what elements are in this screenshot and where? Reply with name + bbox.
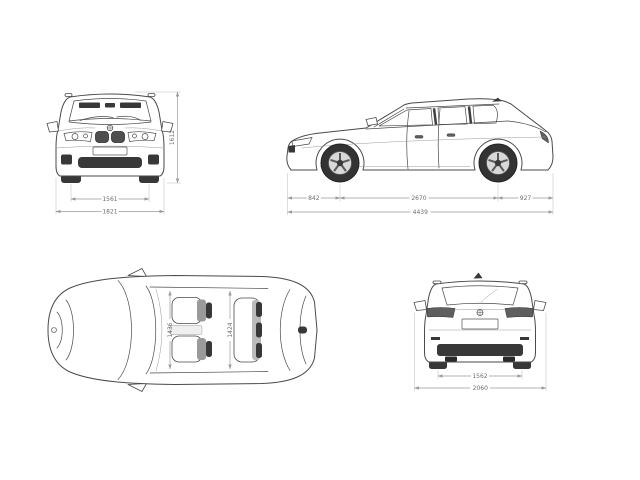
rear-wiper	[480, 289, 498, 303]
side-body-outline	[286, 98, 554, 171]
dim-label-front-overhang: 842	[308, 195, 320, 202]
dim-shoulder-room-rear: 1424	[227, 290, 234, 370]
dashboard-line	[155, 288, 163, 372]
rear-license-plate	[461, 318, 499, 330]
roof-rail-right	[147, 93, 156, 97]
dim-height: 1612	[135, 91, 181, 184]
front-wheel	[320, 143, 360, 183]
rear-bench-seat	[233, 297, 262, 363]
rearview-mirror	[105, 103, 115, 108]
dim-front-track: 1561	[70, 184, 150, 203]
side-headlight	[291, 137, 313, 147]
door-handle-rear	[446, 133, 456, 137]
dim-rear-track: 1562	[437, 370, 523, 380]
rear-antenna-fin	[473, 272, 483, 279]
side-intake-right	[148, 154, 159, 165]
dim-label-wheelbase: 2670	[411, 195, 426, 202]
rear-bumper-insert	[437, 344, 523, 356]
roof-rail-left	[64, 93, 73, 97]
door-handle-front	[414, 135, 424, 139]
fender-lines	[55, 127, 165, 149]
sun-visor-left	[79, 102, 100, 108]
dim-width-incl-mirrors: 2060	[414, 313, 547, 392]
windshield	[68, 98, 152, 122]
front-car-drawing	[46, 93, 174, 183]
dim-overall-width: 1821	[55, 178, 165, 216]
rear-wheel	[478, 143, 518, 183]
top-dimensions: 1436 1424	[167, 290, 234, 370]
beltline	[365, 120, 509, 130]
side-car-drawing	[286, 97, 554, 183]
dim-shoulder-room-front: 1436	[167, 290, 174, 370]
reflector-right	[520, 337, 529, 340]
windshield-arcs	[117, 280, 157, 380]
door-mirror-right	[161, 121, 174, 133]
rear-mirror-right	[533, 300, 547, 311]
shoulder-line	[507, 120, 547, 133]
hood-lines	[56, 299, 74, 361]
wipers	[79, 115, 142, 121]
top-car-drawing	[47, 268, 318, 392]
dim-label-height: 1612	[169, 130, 176, 145]
dim-overall-length: 4439	[287, 208, 554, 216]
side-mirror	[365, 117, 378, 126]
front-dimensions: 1612 1561 1821	[55, 91, 181, 216]
rear-mirror-left	[413, 300, 427, 311]
hood-roundel	[51, 327, 57, 333]
top-mirror-right	[127, 383, 147, 392]
license-plate	[92, 146, 128, 156]
glasshouse	[373, 103, 500, 128]
side-view: 842 2670 927 4439	[286, 97, 554, 216]
brand-roundel	[106, 124, 114, 132]
rear-window	[441, 285, 519, 306]
taillight-left	[426, 307, 456, 318]
cowl-line	[68, 121, 152, 125]
lower-air-intake	[78, 157, 142, 168]
dim-label-front-track: 1561	[102, 196, 117, 203]
front-view: 1612 1561 1821	[46, 91, 181, 216]
sun-visor-right	[120, 102, 141, 108]
side-grille	[288, 145, 295, 153]
front-seat-left	[171, 297, 212, 324]
character-line	[301, 136, 547, 149]
dim-label-width-mirrors: 2060	[473, 385, 488, 392]
rear-view: 1562 2060	[413, 272, 547, 392]
door-cut-lines	[406, 108, 441, 170]
rear-car-drawing	[413, 272, 547, 369]
c-pillar	[467, 106, 473, 124]
antenna-fin	[492, 97, 502, 102]
dim-label-overall-length: 4439	[413, 209, 428, 216]
rear-roof-rail-left	[432, 280, 442, 284]
door-mirror-left	[46, 121, 59, 133]
dim-label-overall-width: 1821	[102, 209, 117, 216]
top-mirror-left	[127, 268, 147, 277]
dim-wheelbase: 2670	[339, 194, 499, 202]
taillight-right	[504, 307, 534, 318]
front-seat-right	[171, 335, 212, 363]
dim-label-rear-overhang: 927	[520, 195, 532, 202]
dim-label-shoulder-front: 1436	[167, 322, 174, 337]
dim-label-rear-track: 1562	[472, 373, 487, 380]
reflector-left	[431, 337, 440, 340]
b-pillar	[432, 108, 438, 125]
rear-dimensions: 1562 2060	[414, 313, 547, 392]
center-console	[169, 325, 203, 335]
dim-front-overhang: 842	[287, 194, 341, 202]
rear-roundel	[476, 309, 484, 316]
top-view: 1436 1424	[47, 268, 318, 392]
top-antenna-fin	[298, 326, 307, 334]
exhaust-right	[503, 356, 515, 362]
exhaust-left	[445, 356, 457, 362]
side-dimensions: 842 2670 927 4439	[287, 173, 554, 216]
dim-rear-overhang: 927	[497, 194, 554, 202]
kidney-grille	[95, 131, 125, 143]
dim-label-shoulder-rear: 1424	[227, 322, 234, 337]
side-intake-left	[61, 154, 72, 165]
rear-roof-rail-right	[518, 280, 528, 284]
headlight-right	[127, 131, 157, 142]
headlight-left	[63, 131, 93, 142]
